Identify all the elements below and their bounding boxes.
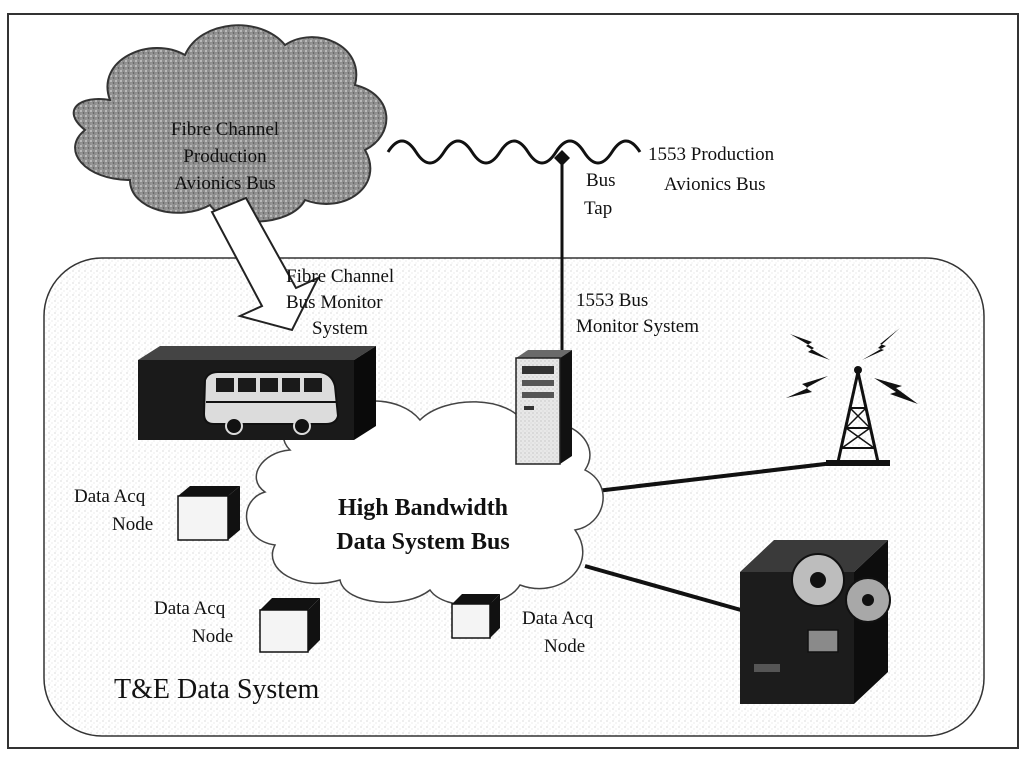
- node-3-line-1: Data Acq: [522, 608, 594, 629]
- monitor-1553-label: 1553 Bus Monitor System: [576, 290, 699, 337]
- bus-1553-line-2: Avionics Bus: [664, 174, 766, 195]
- node-1-line-2: Node: [112, 514, 153, 535]
- monitor-1553-line-2: Monitor System: [576, 316, 699, 337]
- data-acq-node-1: Data Acq Node: [74, 486, 240, 541]
- system-title: T&E Data System: [114, 674, 320, 705]
- link-to-recorder: [584, 564, 749, 614]
- data-acq-node-3: Data Acq Node: [451, 594, 594, 657]
- bus-vehicle-icon: [202, 371, 340, 435]
- fibre-monitor-box: [138, 346, 376, 440]
- lightning-icon: [786, 328, 918, 404]
- bus-tap: Bus Tap: [554, 150, 616, 352]
- fibre-monitor-line-2: Bus Monitor: [286, 292, 383, 313]
- fibre-cloud-line-2: Production: [183, 146, 267, 167]
- antenna-icon: [826, 366, 890, 466]
- fibre-cloud-line-1: Fibre Channel: [171, 119, 279, 140]
- tower-server-icon: [515, 350, 572, 465]
- cube-node-icon: [259, 598, 320, 653]
- fibre-monitor-label: Fibre Channel Bus Monitor System: [286, 266, 394, 339]
- central-bus-cloud: High Bandwidth Data System Bus: [245, 400, 604, 606]
- wave-bus-icon: [386, 139, 642, 165]
- central-cloud-icon: [245, 400, 604, 606]
- bus-1553: 1553 Production Avionics Bus: [386, 139, 775, 195]
- bus-tap-line-2: Tap: [584, 198, 612, 219]
- bus-tap-line-1: Bus: [586, 170, 616, 191]
- central-bus-line-1: High Bandwidth: [338, 495, 508, 521]
- fibre-arrow: [210, 196, 321, 332]
- cloud-icon: [72, 24, 388, 223]
- cube-node-icon: [451, 594, 500, 639]
- cube-node-icon: [177, 486, 240, 541]
- fibre-channel-cloud: Fibre Channel Production Avionics Bus: [72, 24, 388, 223]
- data-acq-node-2: Data Acq Node: [154, 598, 320, 653]
- node-2-line-1: Data Acq: [154, 598, 226, 619]
- link-to-antenna: [587, 460, 843, 494]
- central-bus-line-2: Data System Bus: [336, 529, 509, 555]
- tape-recorder-icon: [740, 540, 891, 704]
- bus-1553-line-1: 1553 Production: [648, 144, 775, 165]
- monitor-box-side: [354, 346, 376, 440]
- node-3-line-2: Node: [544, 636, 585, 657]
- fibre-monitor-line-1: Fibre Channel: [286, 266, 394, 287]
- monitor-box-top: [138, 346, 376, 360]
- fibre-cloud-line-3: Avionics Bus: [174, 173, 276, 194]
- fibre-monitor-line-3: System: [312, 318, 368, 339]
- node-2-line-2: Node: [192, 626, 233, 647]
- monitor-1553-line-1: 1553 Bus: [576, 290, 648, 311]
- node-1-line-1: Data Acq: [74, 486, 146, 507]
